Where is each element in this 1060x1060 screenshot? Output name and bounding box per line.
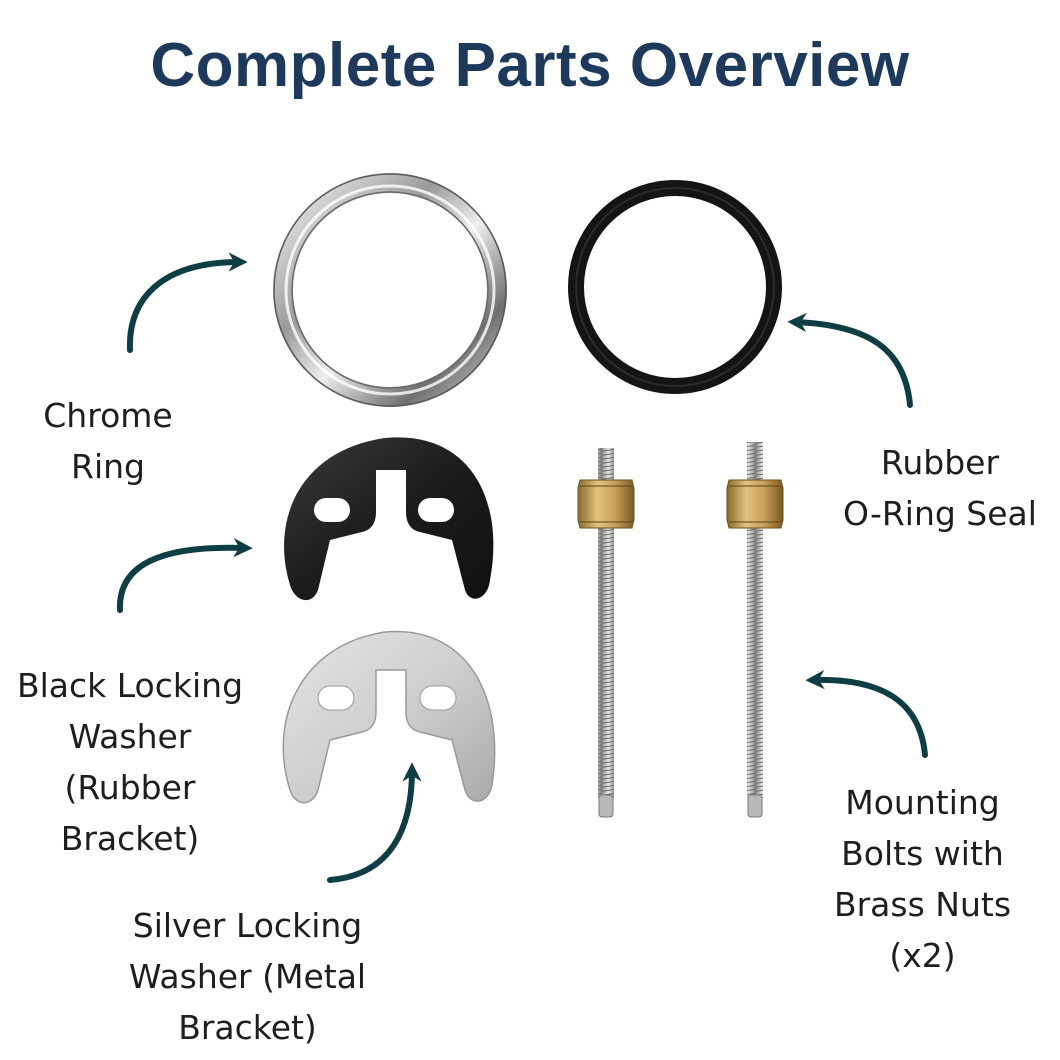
black-washer-label: Black Locking Washer (Rubber Bracket) — [16, 666, 244, 858]
mounting-bolt-2 — [726, 442, 784, 818]
silver-washer-label: Silver Locking Washer (Metal Bracket) — [128, 906, 367, 1047]
page-title: Complete Parts Overview — [150, 31, 910, 100]
black-locking-washer-part — [284, 437, 494, 601]
chrome-ring-part — [273, 173, 507, 407]
arrow-icon — [126, 252, 248, 353]
silver-locking-washer-part — [282, 630, 496, 804]
rubber-o-ring-part — [568, 180, 782, 394]
arrow-icon — [327, 762, 422, 883]
mounting-bolts-label: Mounting Bolts with Brass Nuts (x2) — [833, 783, 1012, 975]
arrow-icon — [116, 538, 253, 613]
arrow-icon — [805, 670, 928, 758]
rubber-seal-label: Rubber O-Ring Seal — [843, 443, 1037, 533]
arrow-icon — [787, 312, 913, 408]
mounting-bolt-1 — [577, 448, 635, 818]
chrome-ring-label: Chrome Ring — [43, 396, 173, 486]
